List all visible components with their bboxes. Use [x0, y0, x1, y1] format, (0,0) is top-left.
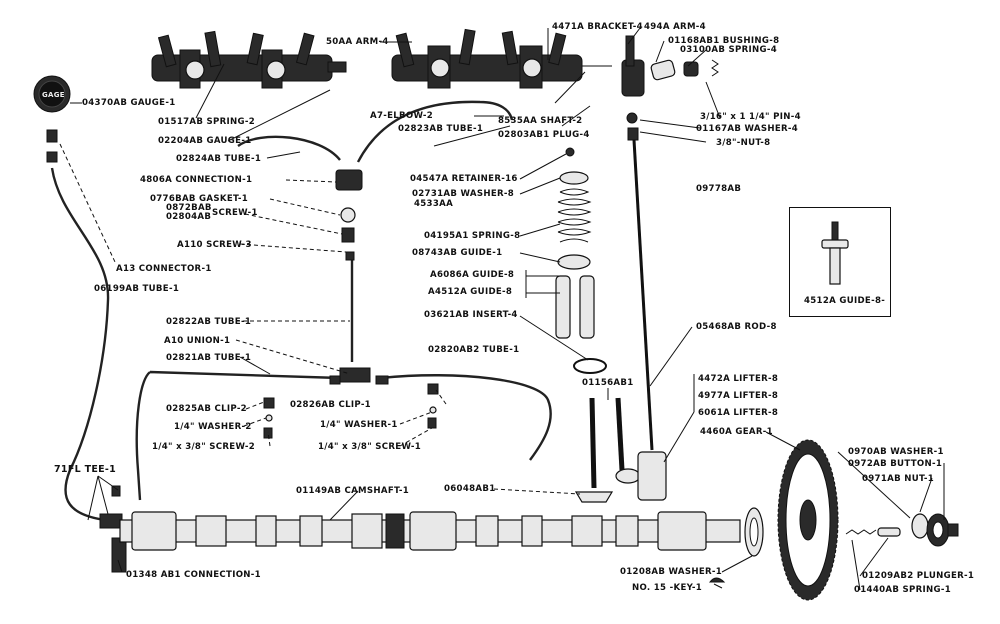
label-screw-quarter-1: 1/4" x 3/8" SCREW-1 — [318, 442, 421, 452]
label-tube-02821: 02821AB TUBE-1 — [166, 353, 252, 363]
label-connection-01348: 01348 AB1 CONNECTION-1 — [126, 570, 261, 580]
label-nut-38: 3/8"-NUT-8 — [716, 138, 771, 148]
label-shaft-8535: 8535AA SHAFT-2 — [498, 116, 583, 126]
tube-06199 — [50, 167, 110, 522]
tube-02823 — [356, 100, 514, 163]
label-washer-01167: 01167AB WASHER-4 — [696, 124, 799, 134]
lifter — [637, 451, 667, 501]
label-insert-03621: 03621AB INSERT-4 — [424, 310, 518, 320]
label-clip-02826: 02826AB CLIP-1 — [290, 400, 371, 410]
label-part-01156: 01156AB1 — [582, 378, 634, 388]
valve-stack — [555, 147, 641, 503]
label-gear-4460: 4460A GEAR-1 — [700, 427, 773, 437]
label-gauge-02204: 02204AB GAUGE-1 — [158, 136, 252, 146]
label-retainer-04547: 04547A RETAINER-16 — [410, 174, 518, 184]
label-union-a10: A10 UNION-1 — [164, 336, 231, 346]
label-nut-0971: 0971AB NUT-1 — [862, 474, 935, 484]
label-spring-01440: 01440AB SPRING-1 — [854, 585, 951, 595]
label-camshaft-01149: 01149AB CAMSHAFT-1 — [296, 486, 410, 496]
key-15 — [708, 577, 726, 583]
gauge-face-label: GAGE — [42, 91, 65, 99]
label-gasket-0776: 0776BAB GASKET-1 — [150, 194, 249, 204]
label-screw-quarter-2: 1/4" x 3/8" SCREW-2 — [152, 442, 255, 452]
label-tee-71fl: 71FL TEE-1 — [54, 464, 117, 475]
rocker-assembly-left — [151, 30, 347, 89]
label-washer-4533: 4533AA — [414, 199, 454, 209]
label-conn-4806: 4806A CONNECTION-1 — [140, 175, 253, 185]
label-pin-4: 3/16" x 1 1/4" PIN-4 — [700, 112, 801, 122]
label-guide-08743: 08743AB GUIDE-1 — [412, 248, 503, 258]
tube-02820 — [379, 374, 552, 461]
push-rod — [632, 139, 654, 451]
connection-parts — [99, 169, 439, 573]
label-gauge-04370: 04370AB GAUGE-1 — [82, 98, 176, 108]
leader-lines — [59, 27, 945, 591]
tube-02821 — [135, 370, 341, 501]
label-arm-50aa: 50AA ARM-4 — [326, 37, 389, 47]
inset-guide-drawing — [821, 221, 849, 285]
label-screw-0872-c: SCREW-1 — [212, 208, 258, 218]
rocker-assembly-right — [391, 28, 612, 89]
label-tube-06199: 06199AB TUBE-1 — [94, 284, 180, 294]
cam-gear — [777, 439, 839, 601]
label-button-0972: 0972AB BUTTON-1 — [848, 459, 943, 469]
camshaft — [119, 511, 741, 551]
label-guide-a4512: A4512A GUIDE-8 — [428, 287, 513, 297]
label-lifter-4472: 4472A LIFTER-8 — [698, 374, 779, 384]
oil-gauge — [33, 75, 71, 163]
label-tube-02822: 02822AB TUBE-1 — [166, 317, 252, 327]
label-elbow-a7: A7-ELBOW-2 — [370, 111, 434, 121]
label-connector-a13: A13 CONNECTOR-1 — [116, 264, 212, 274]
label-plug-02803: 02803AB1 PLUG-4 — [498, 130, 590, 140]
tube-02824 — [237, 135, 341, 161]
inset-guide-box — [789, 207, 891, 317]
label-washer-quarter-1: 1/4" WASHER-1 — [320, 420, 398, 430]
label-rod-05468: 05468AB ROD-8 — [696, 322, 777, 332]
label-screw-a110: A110 SCREW-3 — [177, 240, 252, 250]
label-plunger-01209: 01209AB2 PLUNGER-1 — [862, 571, 975, 581]
label-washer-01208: 01208AB WASHER-1 — [620, 567, 723, 577]
label-lifter-6061: 6061A LIFTER-8 — [698, 408, 779, 418]
label-washer-0970: 0970AB WASHER-1 — [848, 447, 944, 457]
label-washer-02731: 02731AB WASHER-8 — [412, 189, 515, 199]
label-spring-03100: 03100AB SPRING-4 — [680, 45, 777, 55]
label-guide-4512-inset: 4512A GUIDE-8- — [804, 296, 886, 306]
label-spring-01517: 01517AB SPRING-2 — [158, 117, 255, 127]
label-bushing-01168: 01168AB1 BUSHING-8 — [668, 36, 780, 46]
label-lifter-4977: 4977A LIFTER-8 — [698, 391, 779, 401]
label-tube-02824: 02824AB TUBE-1 — [176, 154, 262, 164]
label-clip-02825: 02825AB CLIP-2 — [166, 404, 247, 414]
label-arm-494a: 494A ARM-4 — [644, 22, 706, 32]
label-screw-0872-a: 0872BAB — [166, 203, 212, 213]
label-tube-02820: 02820AB2 TUBE-1 — [428, 345, 520, 355]
label-washer-quarter-2: 1/4" WASHER-2 — [174, 422, 252, 432]
rocker-arm-parts — [621, 35, 721, 141]
gear-small-parts — [845, 513, 959, 547]
label-tube-02823: 02823AB TUBE-1 — [398, 124, 484, 134]
label-key-15: NO. 15 -KEY-1 — [632, 583, 703, 593]
label-part-06048: 06048AB1 — [444, 484, 496, 494]
label-part-09778: 09778AB — [696, 184, 742, 194]
label-screw-0872-b: 02804AB — [166, 212, 212, 222]
label-bracket-4471: 4471A BRACKET-4 — [552, 22, 643, 32]
label-guide-a6086: A6086A GUIDE-8 — [430, 270, 515, 280]
label-spring-04195: 04195A1 SPRING-8 — [424, 231, 521, 241]
